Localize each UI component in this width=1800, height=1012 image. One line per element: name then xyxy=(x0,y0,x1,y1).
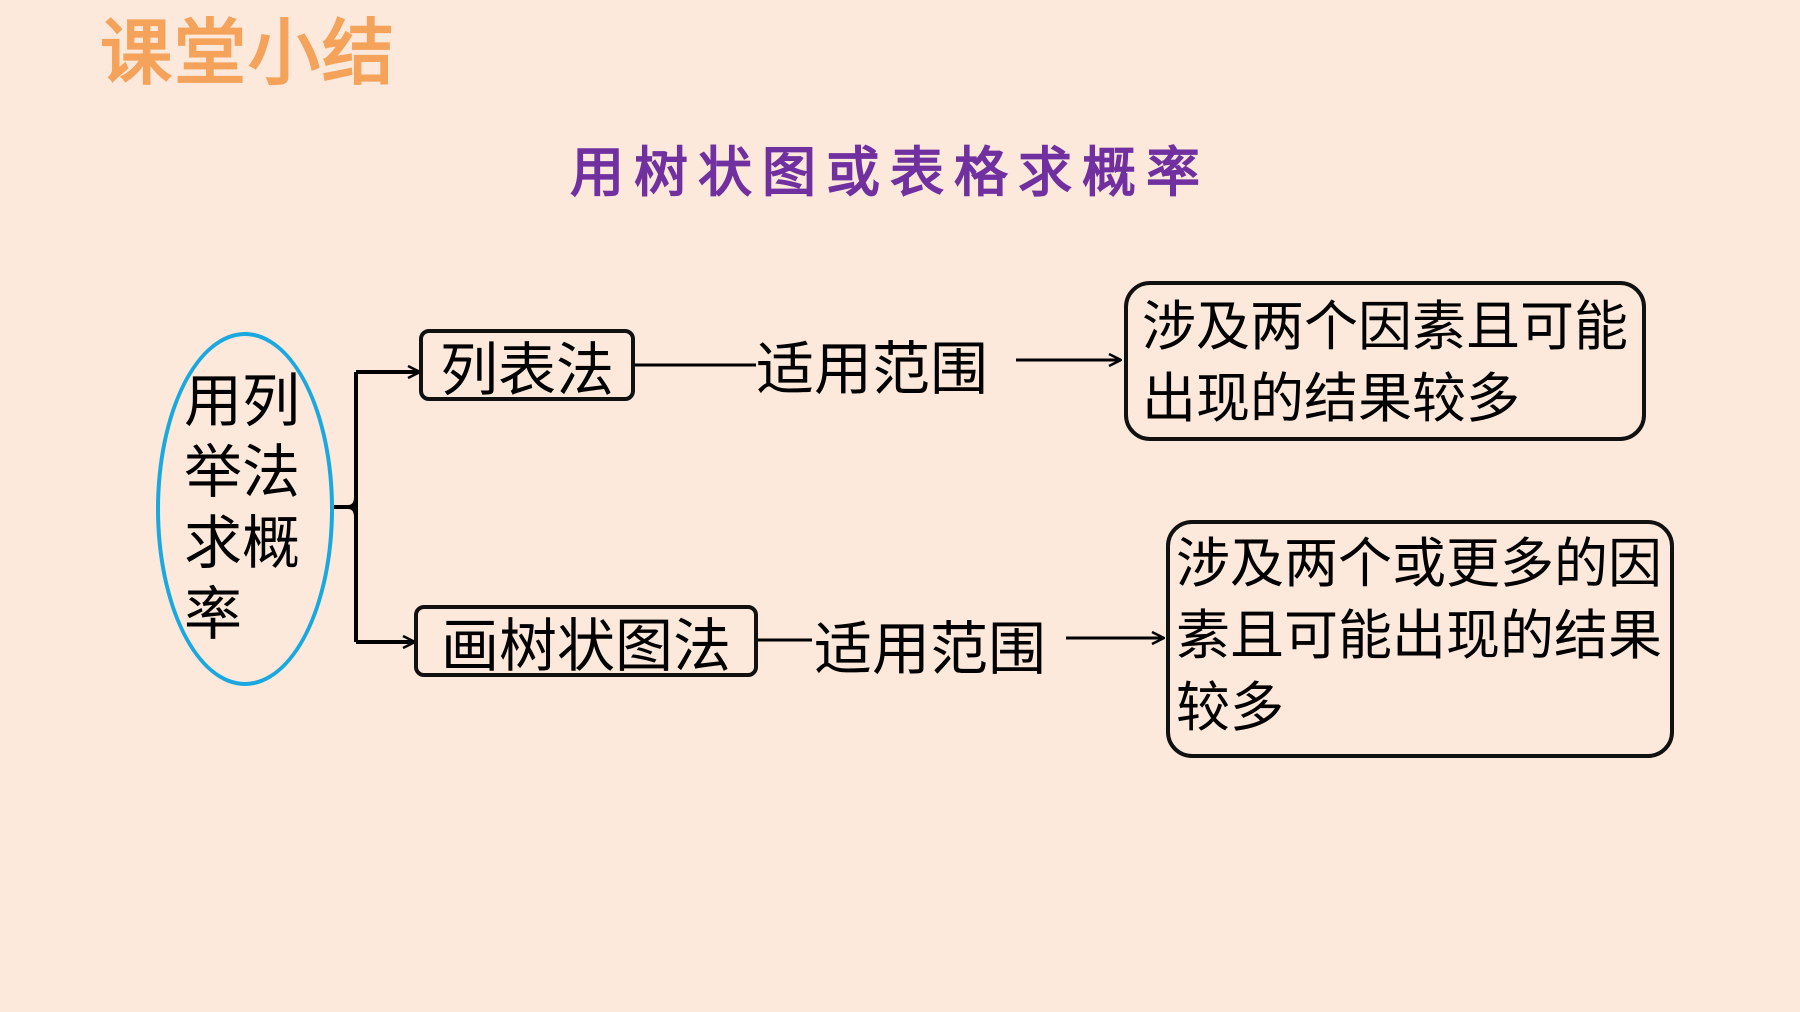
root-label: 用列举法求概率 xyxy=(184,367,301,648)
bracket-curve xyxy=(347,496,358,518)
result-box-tree: 涉及两个或更多的因素且可能出现的结果较多 xyxy=(1166,520,1674,758)
bracket-connector xyxy=(334,372,358,642)
main-title: 用树状图或表格求概率 xyxy=(570,141,1210,204)
method-box-table: 列表法 xyxy=(419,329,635,404)
method-box-tree: 画树状图法 xyxy=(414,605,758,680)
scope-label-bottom: 适用范围 xyxy=(814,615,1047,683)
method-label: 列表法 xyxy=(439,336,614,404)
result-text: 涉及两个或更多的因素且可能出现的结果较多 xyxy=(1176,532,1662,739)
scope-label-top: 适用范围 xyxy=(756,335,989,403)
result-box-table: 涉及两个因素且可能出现的结果较多 xyxy=(1124,281,1646,441)
result-text: 涉及两个因素且可能出现的结果较多 xyxy=(1142,295,1628,430)
root-ellipse xyxy=(156,332,334,686)
section-title: 课堂小结 xyxy=(100,11,397,95)
method-label: 画树状图法 xyxy=(440,612,731,680)
